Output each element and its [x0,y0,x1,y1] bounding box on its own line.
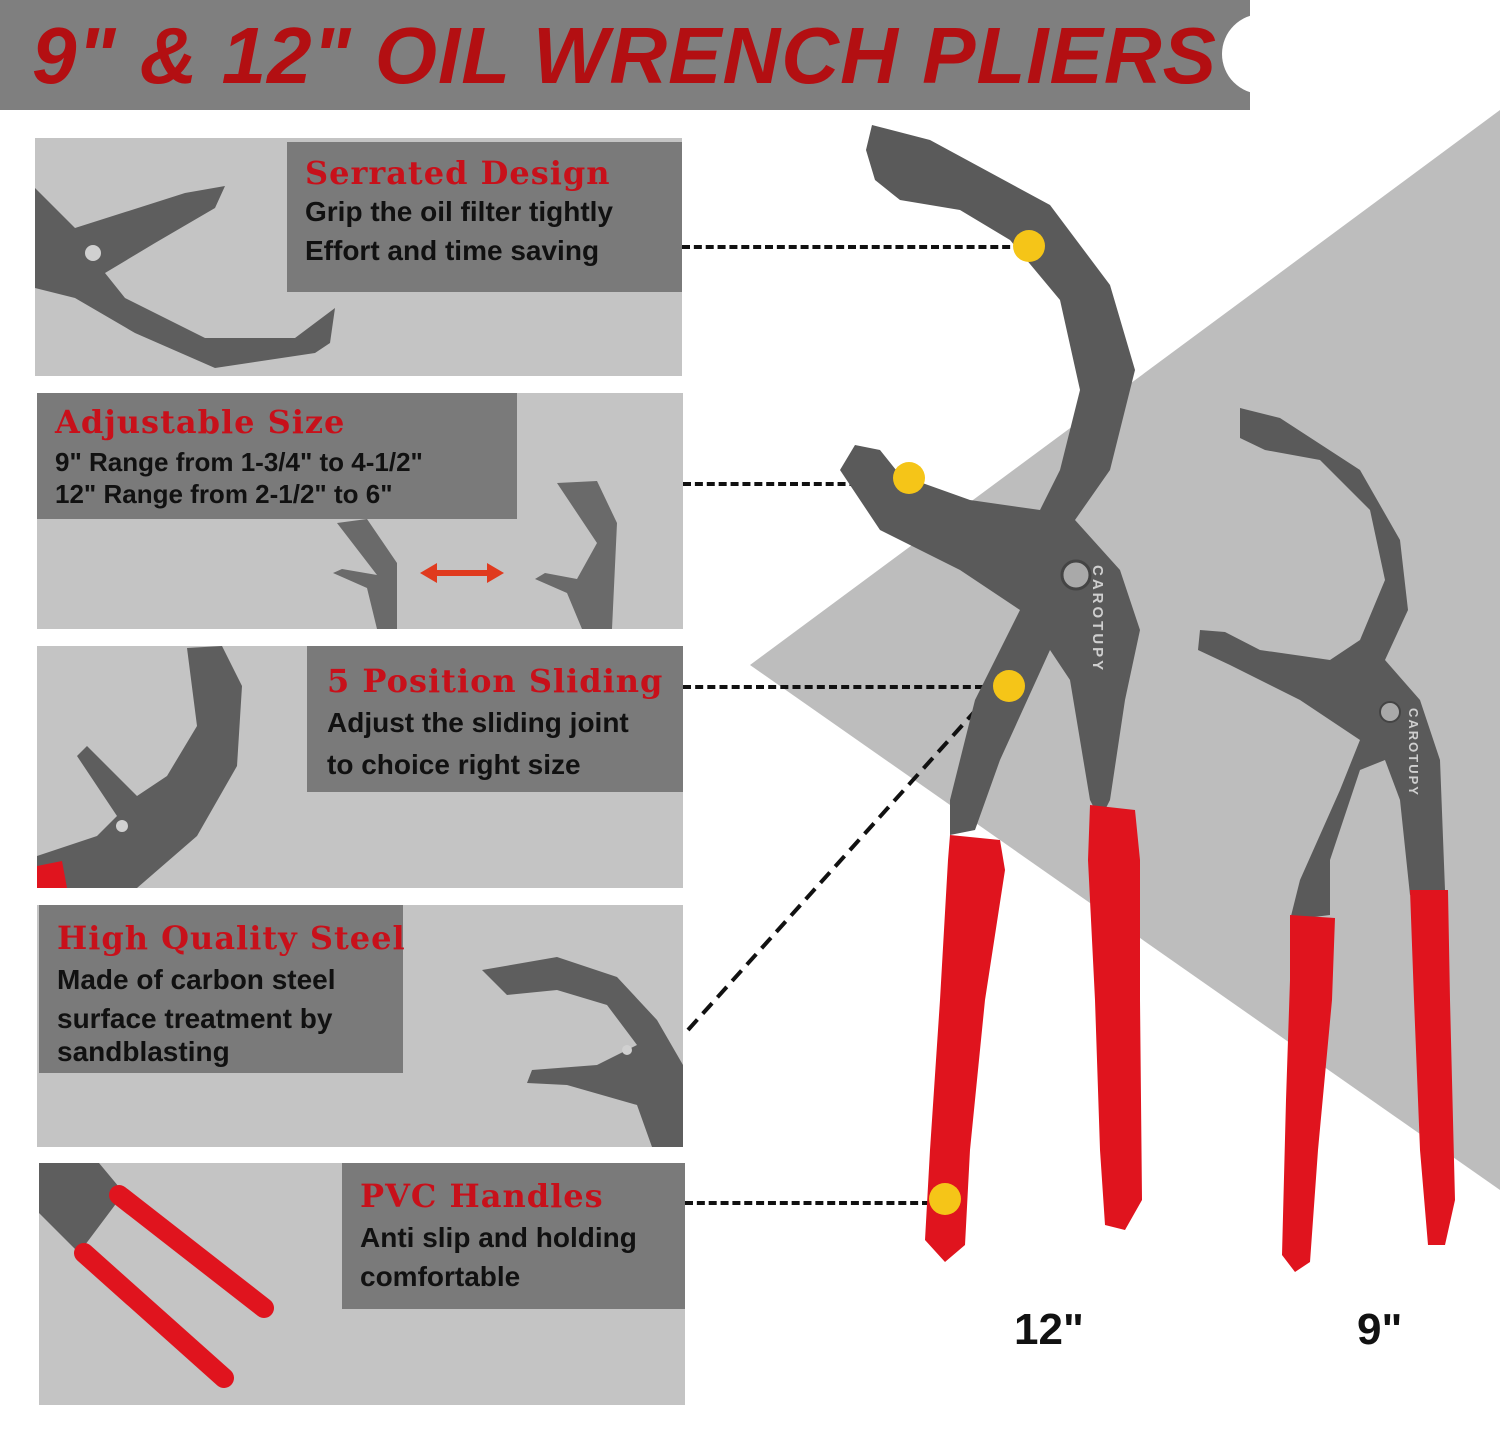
feature-line: Anti slip and holding [360,1222,637,1253]
label-box [307,646,683,792]
feature-line: Grip the oil filter tightly [305,196,613,227]
leader-line [682,245,1022,249]
panel-5-position-sliding: 5 Position Sliding Adjust the sliding jo… [37,646,683,888]
title-notch [1222,14,1302,94]
size-label-9: 9" [1357,1305,1403,1354]
panel-high-quality-steel: High Quality Steel Made of carbon steel … [37,905,683,1147]
size-comparison-icon [333,481,617,629]
brand-marking-9: CAROTUPY [1406,708,1421,797]
panel-pvc-handles: PVC Handles Anti slip and holding comfor… [39,1163,685,1405]
feature-title: Serrated Design [305,154,611,192]
label-box [39,905,403,1073]
feature-title: PVC Handles [360,1177,604,1215]
feature-title: High Quality Steel [57,919,406,957]
label-box [342,1163,685,1309]
feature-line: to choice right size [327,749,581,780]
panel-serrated-design: Serrated Design Grip the oil filter tigh… [35,138,682,376]
feature-line: Adjust the sliding joint [327,707,629,738]
feature-title: 5 Position Sliding [327,662,664,700]
pliers-jaw-closeup-icon [35,186,335,368]
feature-line: 9" Range from 1-3/4" to 4-1/2" [55,447,423,477]
label-box [287,142,682,292]
feature-line: sandblasting [57,1036,230,1067]
feature-line: Effort and time saving [305,235,600,266]
handles-closeup-icon [39,1163,274,1388]
feature-line: surface treatment by [57,1003,333,1034]
panel-adjustable-size: Adjustable Size 9" Range from 1-3/4" to … [37,393,683,629]
feature-line: Made of carbon steel [57,964,336,995]
feature-line: 12" Range from 2-1/2" to 6" [55,479,393,509]
leader-line [683,482,905,486]
sliding-joint-closeup-icon [37,646,242,888]
leader-line [683,685,983,689]
feature-line: comfortable [360,1261,521,1292]
size-label-12: 12" [1014,1305,1084,1354]
title-bar [0,0,1250,110]
feature-title: Adjustable Size [55,403,346,441]
leader-line [685,1201,930,1205]
label-box [37,393,517,519]
page-title: 9" & 12" OIL WRENCH PLIERS [32,11,1218,100]
steel-closeup-icon [482,957,683,1147]
